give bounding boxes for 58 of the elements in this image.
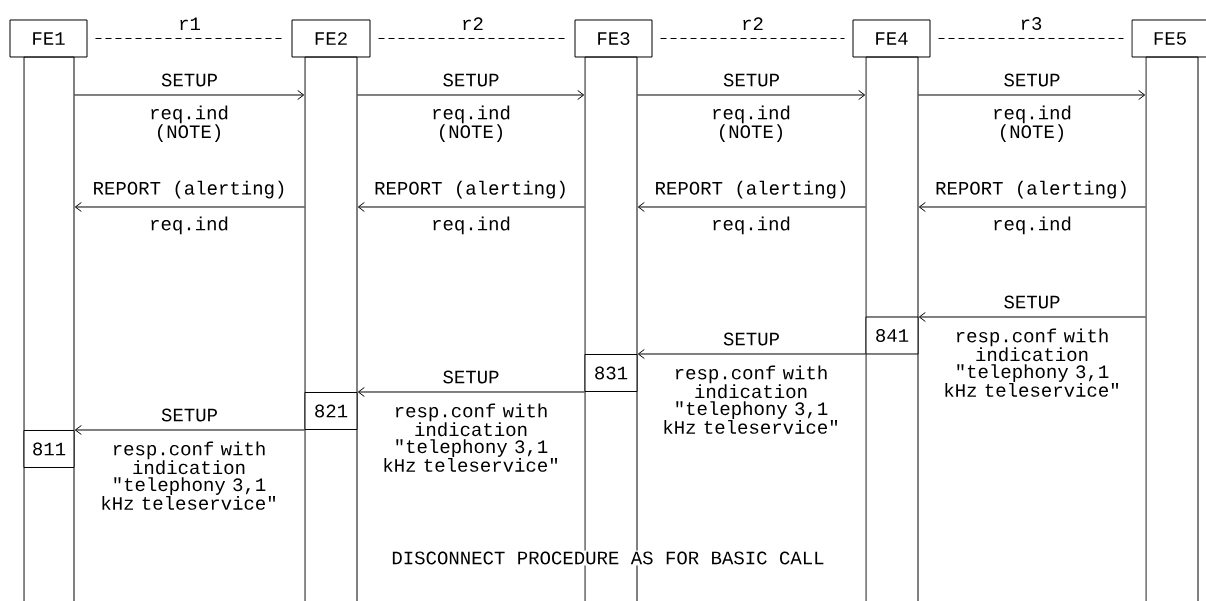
message-parameter: req.ind — [994, 216, 1071, 235]
message-parameter: resp.conf with indication "telephony 3,1 kHz teleservice" — [384, 403, 558, 472]
edge-label: r1 — [177, 16, 202, 31]
message-arrow — [918, 312, 1146, 322]
edge-label: REPORT (alerting) — [373, 179, 569, 200]
message-arrow — [357, 387, 585, 397]
message-arrow — [637, 202, 866, 212]
edge-label: r2 — [460, 16, 485, 31]
reference-box: 841 — [865, 316, 919, 355]
entity-box: FE3 — [574, 19, 653, 58]
lifeline — [23, 56, 75, 601]
edge-label: SETUP — [160, 407, 219, 423]
edge-label: SETUP — [160, 72, 219, 88]
message-arrow — [74, 90, 305, 100]
edge-label: REPORT (alerting) — [653, 179, 850, 200]
edge-label: SETUP — [441, 72, 501, 88]
message-arrow — [74, 202, 305, 212]
message-arrow — [918, 90, 1146, 100]
edge-label: REPORT (alerting) — [91, 179, 288, 200]
edge-label: r3 — [1018, 16, 1044, 31]
reference-point-line — [938, 38, 1124, 39]
entity-box: FE1 — [9, 19, 88, 58]
reference-box: 831 — [584, 354, 638, 392]
lifeline — [865, 56, 919, 601]
message-parameter: req.ind — [713, 216, 790, 235]
edge-label: REPORT (alerting) — [934, 179, 1130, 200]
message-parameter: resp.conf with indication "telephony 3,1 kHz teleservice" — [664, 365, 838, 434]
edge-label: SETUP — [722, 72, 781, 88]
entity-box: FE2 — [291, 19, 371, 58]
entity-box: FE5 — [1131, 19, 1206, 58]
message-parameter: resp.conf with indication "telephony 3,1 kHz teleservice" — [945, 328, 1119, 397]
reference-box: 821 — [304, 392, 358, 430]
message-parameter: req.ind (NOTE) — [433, 105, 510, 142]
message-arrow — [357, 90, 585, 100]
message-parameter: req.ind — [433, 216, 510, 235]
lifeline — [304, 56, 358, 601]
reference-point-line — [660, 38, 845, 39]
edge-label: r2 — [740, 16, 765, 31]
message-parameter: resp.conf with indication "telephony 3,1 kHz teleservice" — [102, 441, 276, 510]
reference-point-line — [95, 38, 284, 39]
message-parameter: req.ind — [151, 216, 228, 235]
message-arrow — [357, 202, 585, 212]
reference-box: 811 — [23, 430, 75, 468]
entity-box: FE4 — [852, 19, 931, 58]
note-text: DISCONNECT PROCEDURE AS FOR BASIC CALL — [390, 550, 826, 566]
reference-point-line — [378, 38, 567, 39]
edge-label: SETUP — [722, 331, 781, 347]
message-arrow — [637, 90, 866, 100]
edge-label: SETUP — [441, 369, 501, 385]
lifeline — [1145, 56, 1199, 601]
edge-label: SETUP — [1002, 72, 1062, 88]
message-arrow — [918, 202, 1146, 212]
message-arrow — [637, 349, 866, 359]
edge-label: SETUP — [1002, 294, 1062, 310]
message-parameter: req.ind (NOTE) — [994, 105, 1071, 142]
message-parameter: req.ind (NOTE) — [713, 105, 790, 142]
message-parameter: req.ind (NOTE) — [151, 105, 228, 142]
message-arrow — [74, 425, 305, 435]
